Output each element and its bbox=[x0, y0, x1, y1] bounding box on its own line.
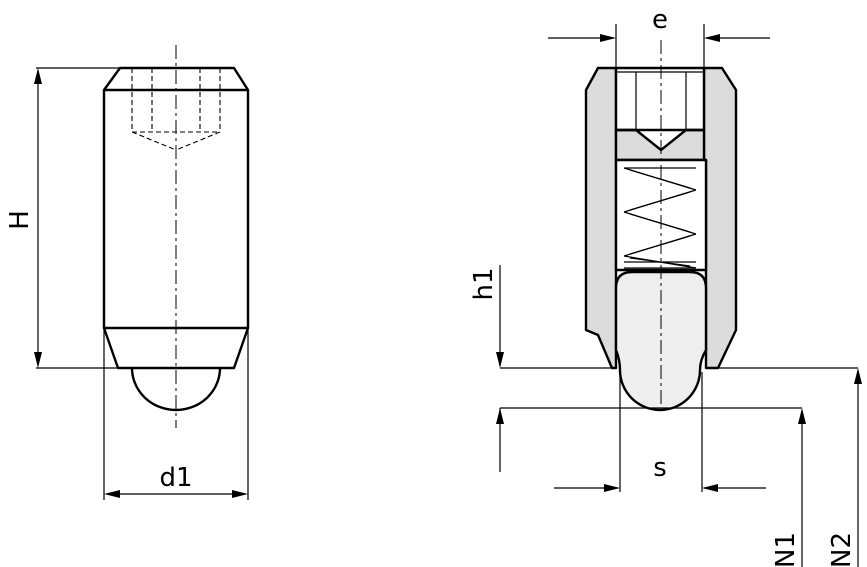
label-h1: h1 bbox=[469, 267, 499, 300]
dim-H bbox=[34, 67, 120, 369]
section-view: e h1 N1 N2 bbox=[469, 5, 862, 567]
left-body-outline bbox=[102, 66, 250, 370]
dim-s bbox=[554, 372, 766, 492]
section-right-wall bbox=[702, 66, 738, 370]
label-s: s bbox=[653, 453, 667, 483]
left-ball bbox=[130, 367, 222, 412]
dim-h1 bbox=[496, 265, 612, 472]
dim-N2 bbox=[718, 367, 862, 567]
label-d1: d1 bbox=[159, 463, 192, 493]
section-upper-web bbox=[614, 128, 706, 162]
spring bbox=[623, 167, 697, 269]
label-N1: N1 bbox=[771, 532, 801, 567]
label-e: e bbox=[652, 5, 668, 35]
dim-e bbox=[548, 24, 770, 68]
label-H: H bbox=[5, 210, 35, 230]
side-view-exterior: H d1 bbox=[5, 45, 250, 500]
left-hidden-socket bbox=[131, 68, 221, 151]
hex-socket bbox=[614, 66, 706, 152]
dim-N1 bbox=[500, 407, 806, 567]
dim-d1 bbox=[103, 328, 249, 500]
section-left-wall bbox=[584, 66, 618, 370]
label-N2: N2 bbox=[827, 532, 857, 567]
